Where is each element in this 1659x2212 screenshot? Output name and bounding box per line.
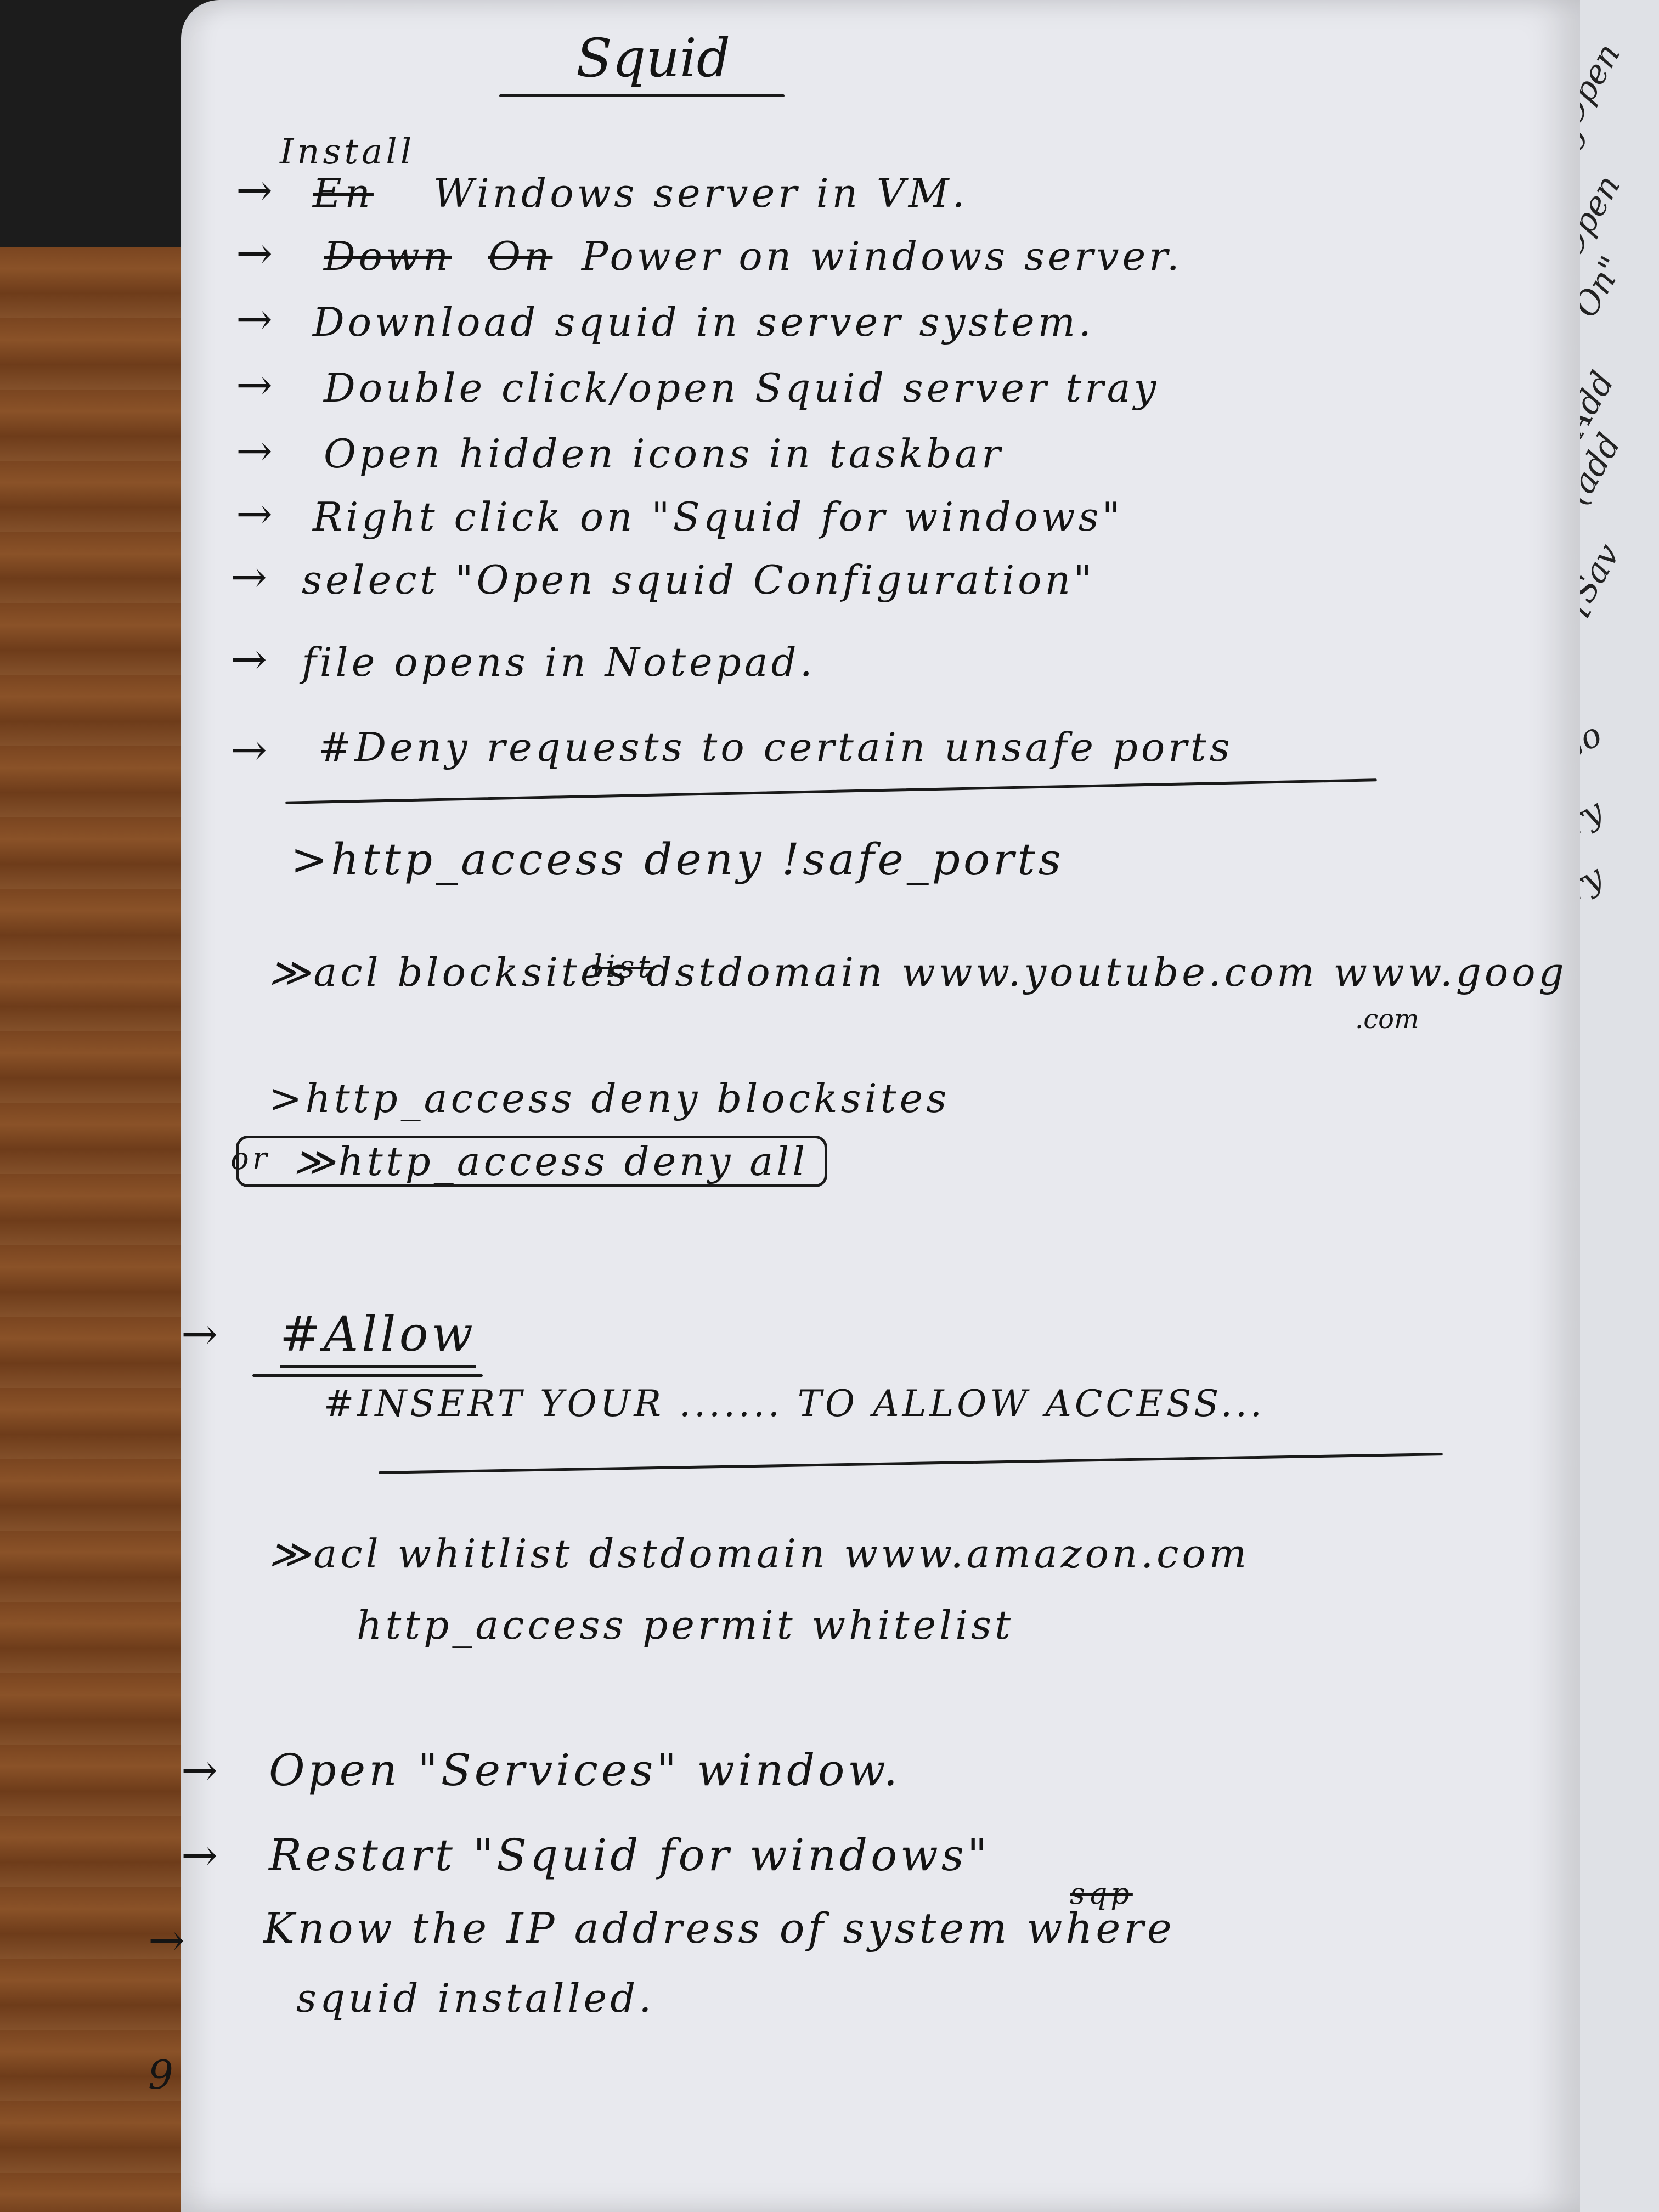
step-text: squid installed. xyxy=(296,1975,655,2021)
step-text: Open "Services" window. xyxy=(269,1745,901,1796)
arrow-icon: → xyxy=(230,724,268,775)
config-line: ≫acl whitlist dstdomain www.amazon.com xyxy=(269,1531,1250,1577)
step-text: Windows server in VM. xyxy=(433,170,968,216)
config-line: ≫acl blocksites dstdomain www.youtube.co… xyxy=(269,949,1567,995)
title-underline xyxy=(499,94,785,97)
domain-continuation: .com xyxy=(1355,1004,1419,1035)
allow-heading: #Allow xyxy=(280,1306,476,1368)
struck-word: sqp xyxy=(1070,1876,1133,1911)
arrow-icon: → xyxy=(236,359,273,410)
config-line: http_access permit whitelist xyxy=(357,1602,1014,1648)
arrow-icon: → xyxy=(181,1830,218,1881)
insert-comment-underline xyxy=(379,1453,1443,1474)
deny-heading-underline xyxy=(285,778,1377,804)
step-text: Open hidden icons in taskbar xyxy=(324,431,1004,477)
step-text: Download squid in server system. xyxy=(313,299,1094,345)
step-text: Power on windows server. xyxy=(582,233,1183,279)
insert-comment: #INSERT YOUR ....... TO ALLOW ACCESS... xyxy=(324,1383,1265,1425)
arrow-icon: → xyxy=(236,425,273,476)
allow-heading-underline xyxy=(252,1374,483,1377)
arrow-icon: → xyxy=(181,1745,218,1796)
arrow-icon: → xyxy=(230,634,268,685)
struck-word: list xyxy=(592,949,654,985)
step-text: Know the IP address of system where xyxy=(263,1904,1175,1953)
step-text: Double click/open Squid server tray xyxy=(324,365,1160,411)
arrow-icon: → xyxy=(236,488,273,539)
page-title: Squid xyxy=(576,27,731,89)
step-text: select "Open squid Configuration" xyxy=(302,557,1095,603)
deny-heading: #Deny requests to certain unsafe ports xyxy=(318,724,1233,770)
step-text: Right click on "Squid for windows" xyxy=(313,494,1124,540)
install-label: Install xyxy=(280,132,415,172)
boxed-config-line: ≫http_access deny all xyxy=(236,1136,828,1187)
config-line: >http_access deny !safe_ports xyxy=(291,834,1064,885)
arrow-icon: → xyxy=(181,1308,218,1359)
struck-word: Down xyxy=(324,233,452,279)
struck-word: On xyxy=(488,233,553,279)
arrow-icon: → xyxy=(236,228,273,279)
struck-word: En xyxy=(313,170,374,216)
arrow-icon: → xyxy=(236,294,273,345)
step-text: Restart "Squid for windows" xyxy=(269,1830,991,1881)
arrow-icon: → xyxy=(236,165,273,216)
config-line: >http_access deny blocksites xyxy=(269,1075,950,1121)
arrow-icon: → xyxy=(148,1915,185,1966)
notebook-page: Squid Install → En Windows server in VM.… xyxy=(148,0,1580,2212)
step-text: file opens in Notepad. xyxy=(302,639,816,685)
arrow-icon: → xyxy=(230,551,268,602)
page-number: 9 xyxy=(148,2052,177,2098)
